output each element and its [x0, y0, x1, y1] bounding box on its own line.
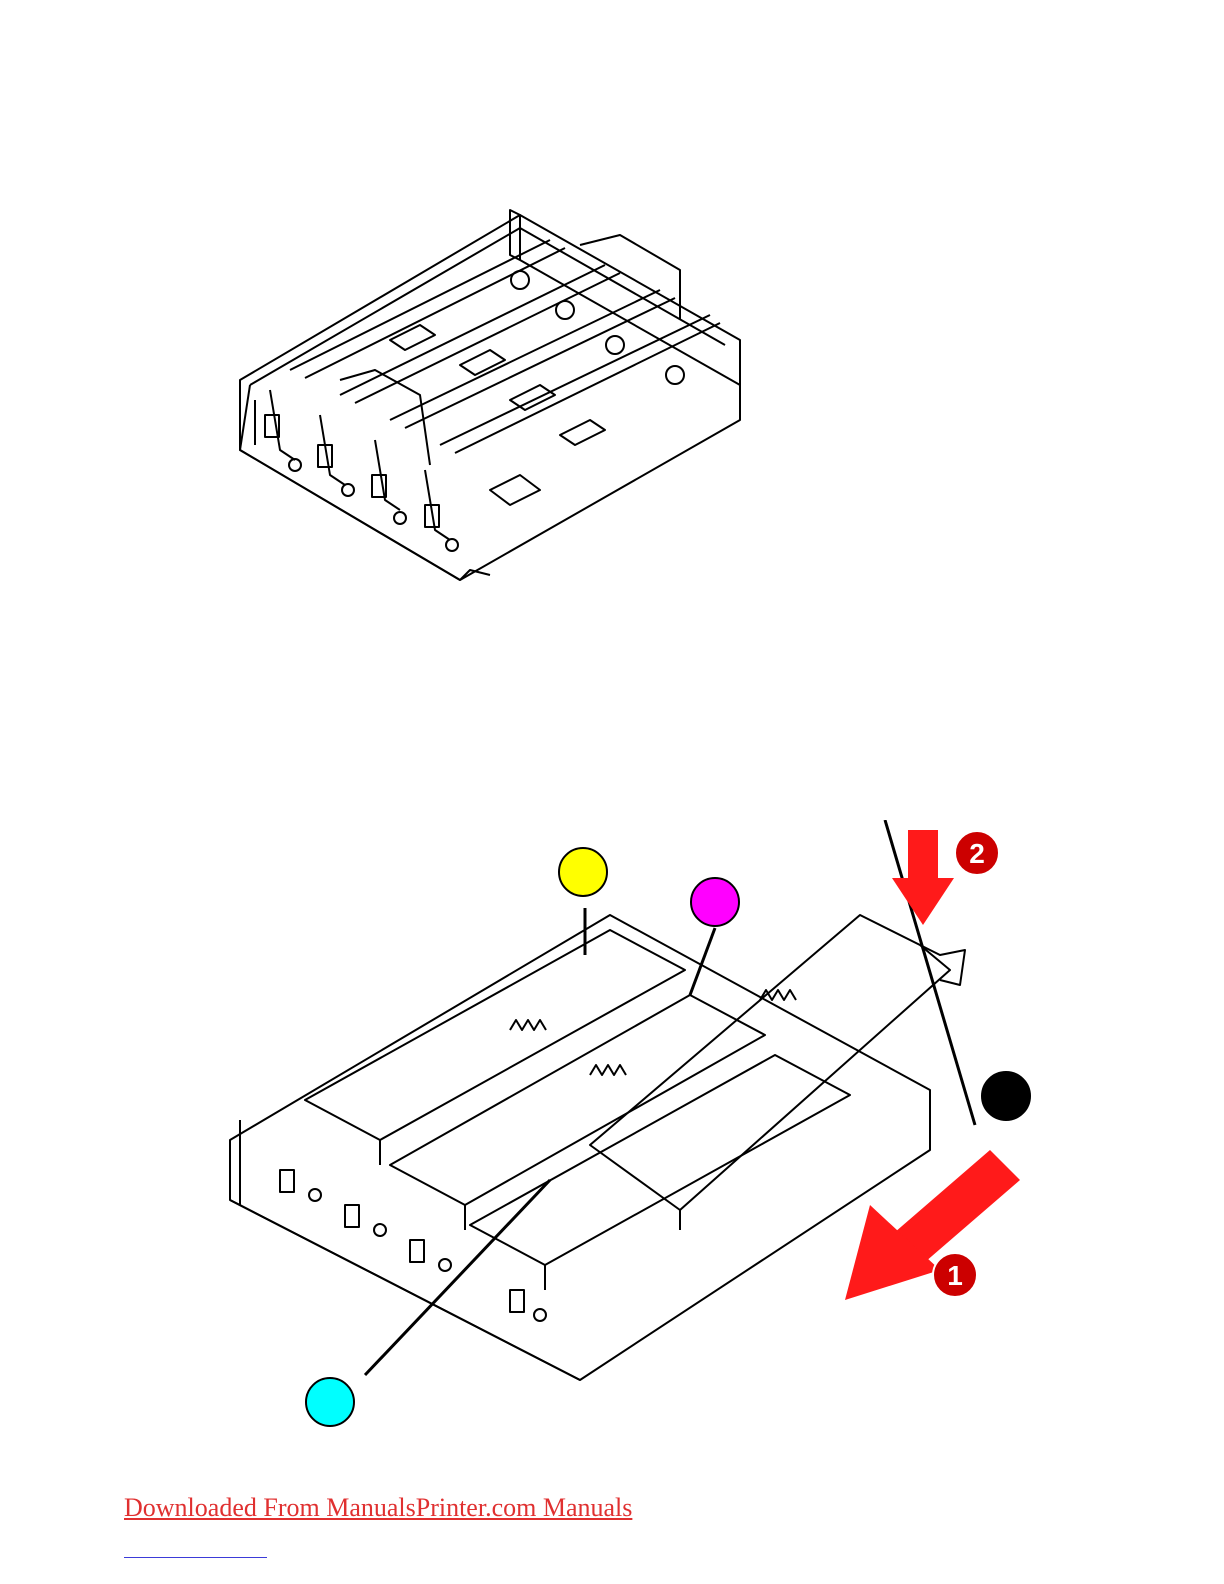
black-marker — [982, 1072, 1030, 1120]
step-badge-2: 2 — [955, 831, 999, 875]
footer-divider — [124, 1557, 267, 1558]
toner-installation-illustration: 2 1 — [220, 820, 1050, 1440]
yellow-marker — [559, 848, 607, 896]
svg-text:2: 2 — [969, 838, 985, 869]
footer-link[interactable]: Downloaded From ManualsPrinter.com Manua… — [124, 1493, 632, 1523]
step-badge-1: 1 — [933, 1253, 977, 1297]
drum-unit-illustration — [220, 200, 760, 590]
svg-text:1: 1 — [947, 1260, 963, 1291]
cyan-marker — [306, 1378, 354, 1426]
magenta-marker — [691, 878, 739, 926]
